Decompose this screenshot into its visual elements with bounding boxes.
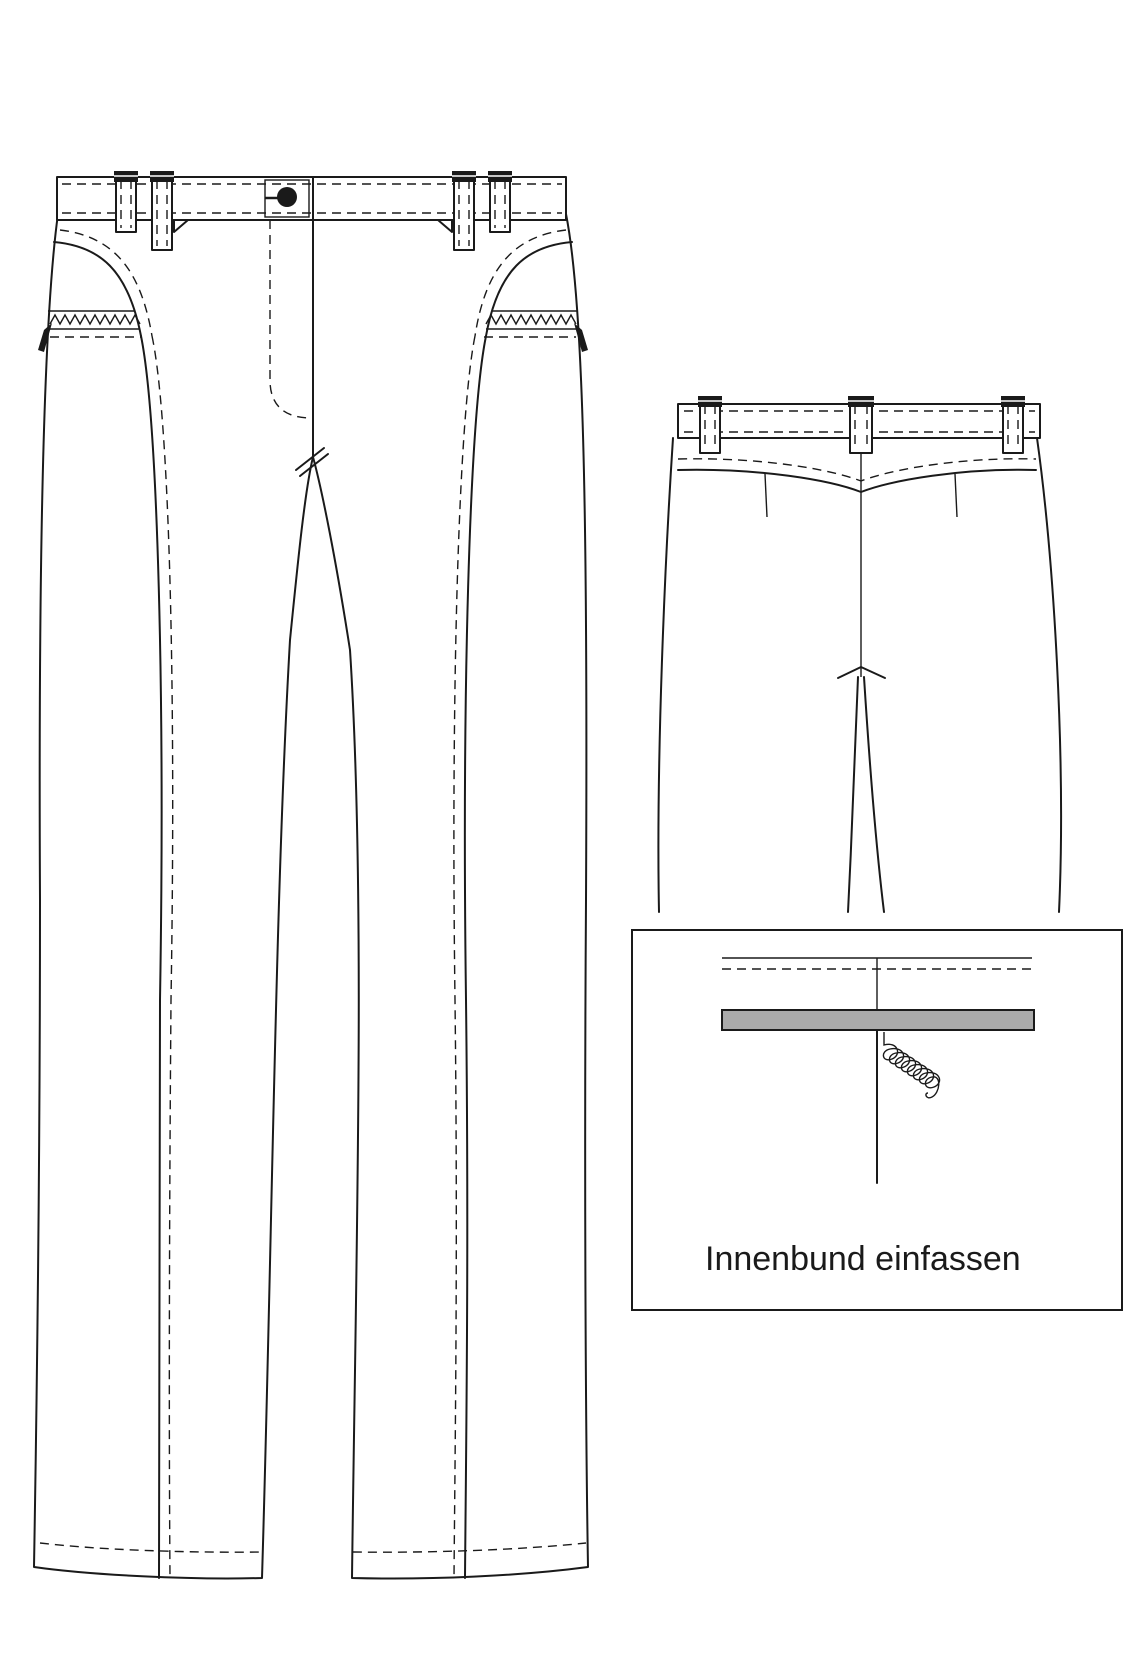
back-belt-loop	[1001, 396, 1025, 454]
back-crotch-bartack	[837, 666, 886, 679]
front-left-side-seam-stitch	[151, 335, 174, 1579]
front-left-pocket-curve-stitch	[59, 229, 153, 337]
back-left-outline	[657, 437, 674, 913]
front-right-zigzag-welt	[484, 310, 588, 352]
back-left-dart	[764, 473, 768, 518]
front-right-side-seam-stitch	[453, 335, 476, 1579]
front-right-side-seam	[463, 335, 487, 1579]
binding-strip	[721, 1009, 1035, 1031]
front-left-zigzag-welt	[38, 310, 142, 352]
back-yoke-stitch	[677, 458, 1037, 482]
front-belt-loop	[488, 171, 512, 233]
front-belt-loop	[452, 171, 476, 251]
front-hem-stitch-right	[352, 1542, 587, 1553]
trousers-front-view	[33, 171, 589, 1580]
front-fly-bartack	[295, 447, 329, 477]
detail-caption: Innenbund einfassen	[705, 1240, 1021, 1278]
front-belt-loop	[114, 171, 138, 233]
overlock-stitch	[882, 1032, 941, 1099]
front-right-welt-tab	[574, 323, 588, 352]
front-right-dart	[437, 219, 453, 233]
front-left-dart	[173, 219, 189, 233]
front-left-pocket-curve	[53, 241, 142, 337]
back-belt-loop	[848, 396, 874, 454]
back-belt-loop	[698, 396, 722, 454]
back-inner-leg-left	[847, 676, 859, 913]
detail-inset: Innenbund einfassen	[631, 929, 1123, 1311]
button-icon	[265, 187, 297, 207]
front-left-welt-tab	[38, 323, 52, 352]
front-hem-stitch-left	[39, 1542, 264, 1553]
front-left-leg-outline	[33, 213, 314, 1580]
back-right-outline	[1036, 437, 1063, 913]
back-inner-leg-right	[863, 676, 885, 913]
trousers-back-view	[657, 396, 1063, 913]
back-right-dart	[954, 473, 958, 518]
front-right-pocket-curve-stitch	[474, 229, 567, 337]
front-right-leg-outline	[312, 213, 589, 1580]
front-right-pocket-curve	[485, 241, 573, 337]
front-left-side-seam	[140, 335, 163, 1579]
front-fly-stitch	[269, 220, 312, 419]
front-belt-loop	[150, 171, 174, 251]
back-yoke-seam	[677, 468, 1037, 493]
